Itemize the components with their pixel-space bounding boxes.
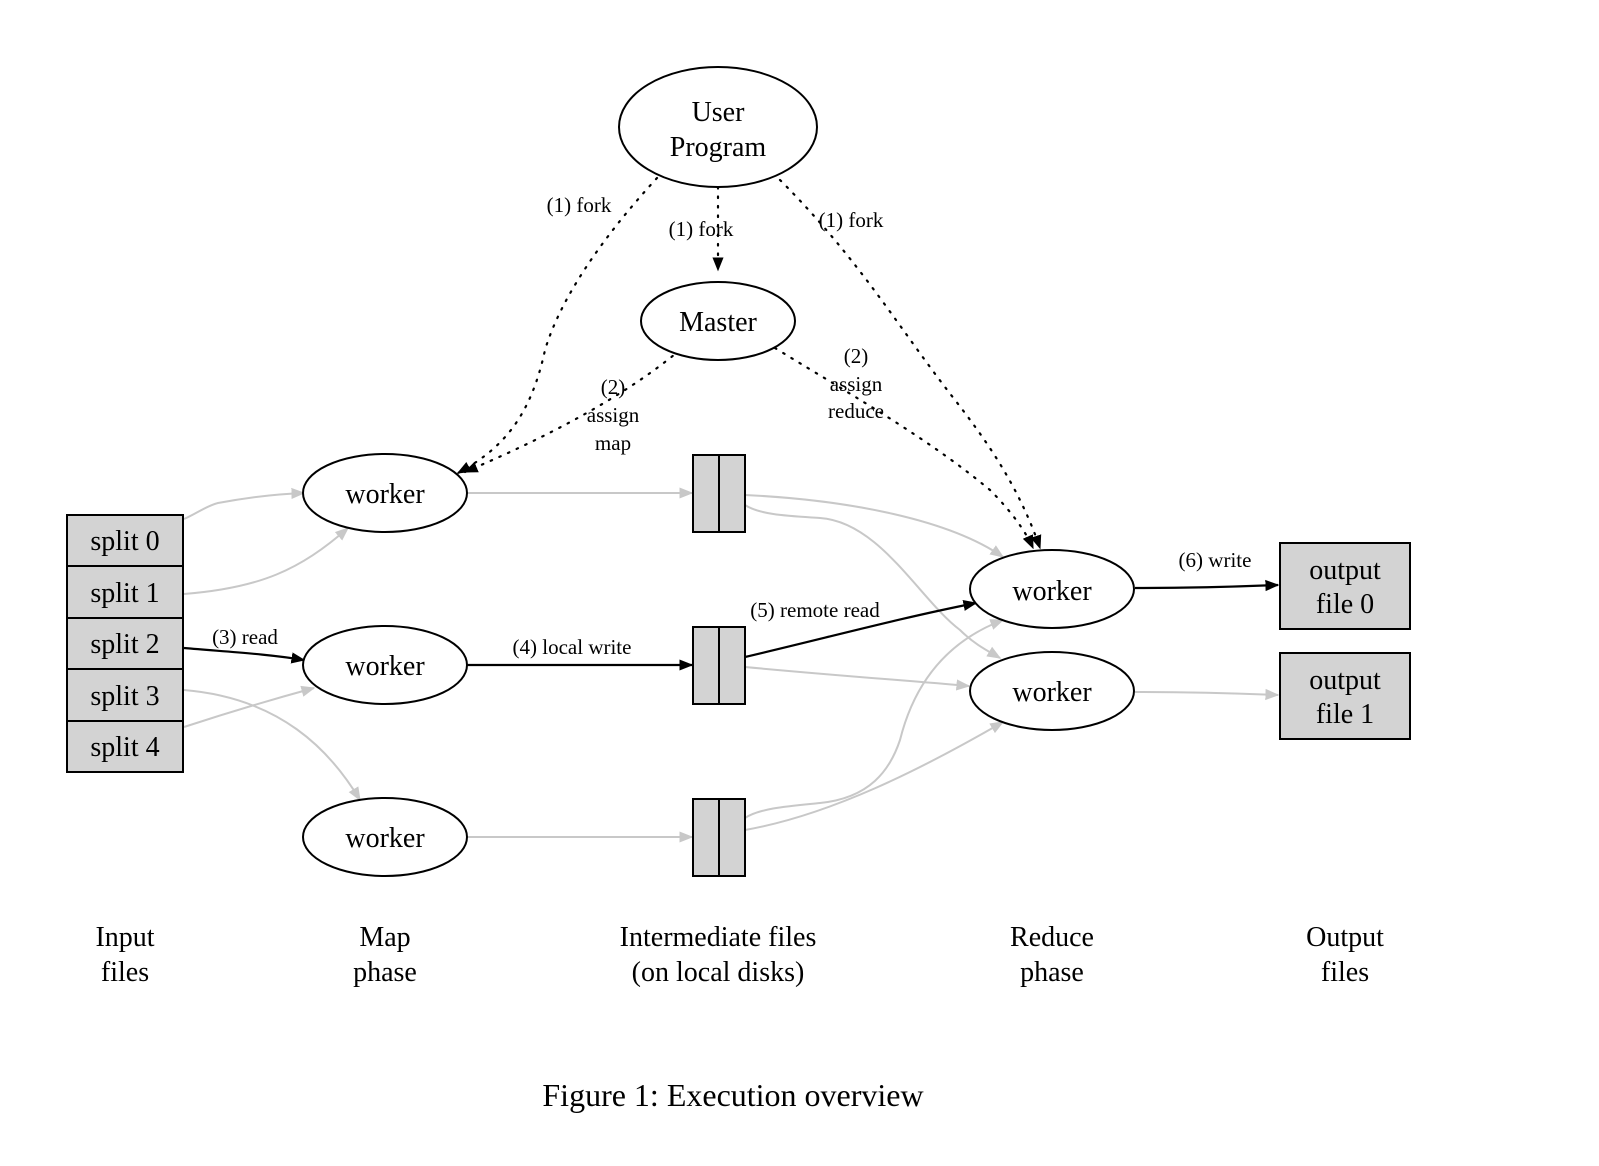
intermediate-file-2[interactable] <box>692 626 746 705</box>
map-worker-2-shape <box>302 625 468 705</box>
split-3-box <box>66 668 184 722</box>
write-label: (6) write <box>1179 548 1252 572</box>
figure-caption: Figure 1: Execution overview <box>542 1077 923 1113</box>
remote-read-label: (5) remote read <box>750 598 880 622</box>
split-0-label: split 0 <box>90 526 159 557</box>
edge-intermediate-3-to-reduce-worker-2 <box>744 721 1005 831</box>
edge-split1-to-map-worker-1 <box>183 527 350 595</box>
output-file-1[interactable]: output file 1 <box>1279 652 1411 740</box>
map-worker-1[interactable]: worker <box>302 453 468 533</box>
phase-labels: Input files Map phase Intermediate files… <box>95 922 1384 988</box>
edge-intermediate-2-to-reduce-worker-2 <box>744 666 971 691</box>
split-0-box <box>66 514 184 567</box>
map-worker-2[interactable]: worker <box>302 625 468 705</box>
user-program-label-line1: User <box>692 97 746 128</box>
assign-map-label-line3: map <box>595 431 631 455</box>
reduce-worker-2-label: worker <box>1012 677 1092 708</box>
reduce-worker-1[interactable]: worker <box>969 549 1135 629</box>
assign-map-label-line1: (2) <box>601 375 626 399</box>
phase-intermediate-line2: (on local disks) <box>632 957 805 988</box>
edge-split4-to-map-worker-2 <box>183 685 316 728</box>
map-worker-1-label: worker <box>345 479 425 510</box>
assign-reduce-label-line3: reduce <box>828 399 884 423</box>
control-edges <box>456 176 1042 550</box>
map-worker-3[interactable]: worker <box>302 797 468 877</box>
edge-split3-to-map-worker-3 <box>183 689 361 802</box>
map-worker-2-label: worker <box>345 651 425 682</box>
edge-intermediate-1-to-reduce-worker-1 <box>744 494 1005 558</box>
split-2-label: split 2 <box>90 629 159 660</box>
edge-fork-to-reduce-worker <box>778 178 1042 550</box>
fork-center-label: (1) fork <box>669 217 734 241</box>
output-file-0[interactable]: output file 0 <box>1279 542 1411 630</box>
edge-labels: (1) fork (1) fork (1) fork (2) assign ma… <box>212 193 1251 659</box>
split-2-box <box>66 617 184 670</box>
output-file-0-box <box>1279 542 1411 630</box>
fork-left-label: (1) fork <box>547 193 612 217</box>
master-label: Master <box>679 307 757 338</box>
phase-map-line1: Map <box>359 922 410 953</box>
phase-reduce-line2: phase <box>1020 957 1084 988</box>
map-worker-3-label: worker <box>345 823 425 854</box>
split-0[interactable]: split 0 <box>66 514 184 567</box>
local-write-label: (4) local write <box>513 635 632 659</box>
phase-reduce-line1: Reduce <box>1010 922 1094 953</box>
output-file-0-label-line2: file 0 <box>1316 589 1374 620</box>
output-file-1-box <box>1279 652 1411 740</box>
input-splits: split 0 split 1 split 2 split 3 split 4 <box>66 514 184 773</box>
map-worker-3-shape <box>302 797 468 877</box>
split-1[interactable]: split 1 <box>66 565 184 619</box>
split-3[interactable]: split 3 <box>66 668 184 722</box>
output-file-0-label-line1: output <box>1309 555 1381 586</box>
edge-master-to-reduce-worker <box>773 346 1035 550</box>
edge-intermediate-2-to-reduce-worker-1 <box>744 599 978 659</box>
user-program-label-line2: Program <box>670 132 767 163</box>
edge-fork-to-map-worker <box>456 176 659 475</box>
assign-reduce-label-line2: assign <box>830 372 883 396</box>
intermediate-file-3[interactable] <box>692 798 746 877</box>
reduce-worker-2-shape <box>969 651 1135 731</box>
phase-intermediate-line1: Intermediate files <box>620 922 817 953</box>
edge-intermediate-3-to-reduce-worker-1 <box>744 619 1005 819</box>
reduce-worker-1-label: worker <box>1012 576 1092 607</box>
split-4-box <box>66 720 184 773</box>
user-program-shape <box>618 66 818 188</box>
assign-reduce-label-line1: (2) <box>844 344 869 368</box>
intermediate-file-1[interactable] <box>692 454 746 533</box>
phase-output-line2: files <box>1321 957 1369 988</box>
edge-split0-to-map-worker-1 <box>183 487 306 520</box>
split-1-box <box>66 565 184 619</box>
reduce-worker-2[interactable]: worker <box>969 651 1135 731</box>
active-edges <box>183 579 1280 671</box>
master-shape <box>640 281 796 361</box>
output-file-1-label-line1: output <box>1309 665 1381 696</box>
phase-output-line1: Output <box>1306 922 1384 953</box>
split-1-label: split 1 <box>90 578 159 609</box>
split-4[interactable]: split 4 <box>66 720 184 773</box>
edge-reduce-worker-1-to-output-0 <box>1134 579 1280 592</box>
user-program-node[interactable]: User Program <box>618 66 818 188</box>
reduce-worker-1-shape <box>969 549 1135 629</box>
fork-right-label: (1) fork <box>819 208 884 232</box>
split-3-label: split 3 <box>90 681 159 712</box>
map-worker-1-shape <box>302 453 468 533</box>
split-2[interactable]: split 2 <box>66 617 184 670</box>
edge-intermediate-1-to-reduce-worker-2 <box>744 504 1002 659</box>
master-node[interactable]: Master <box>640 281 796 361</box>
split-4-label: split 4 <box>90 732 159 763</box>
inactive-edges <box>183 487 1280 843</box>
read-label: (3) read <box>212 625 278 649</box>
phase-input-line1: Input <box>95 922 154 953</box>
output-file-1-label-line2: file 1 <box>1316 699 1374 730</box>
edge-master-to-map-worker <box>463 348 682 474</box>
assign-map-label-line2: assign <box>587 403 640 427</box>
phase-input-line2: files <box>101 957 149 988</box>
edge-split2-to-map-worker-2 <box>183 646 306 664</box>
edge-reduce-worker-2-to-output-1 <box>1134 688 1280 701</box>
phase-map-line2: phase <box>353 957 417 988</box>
